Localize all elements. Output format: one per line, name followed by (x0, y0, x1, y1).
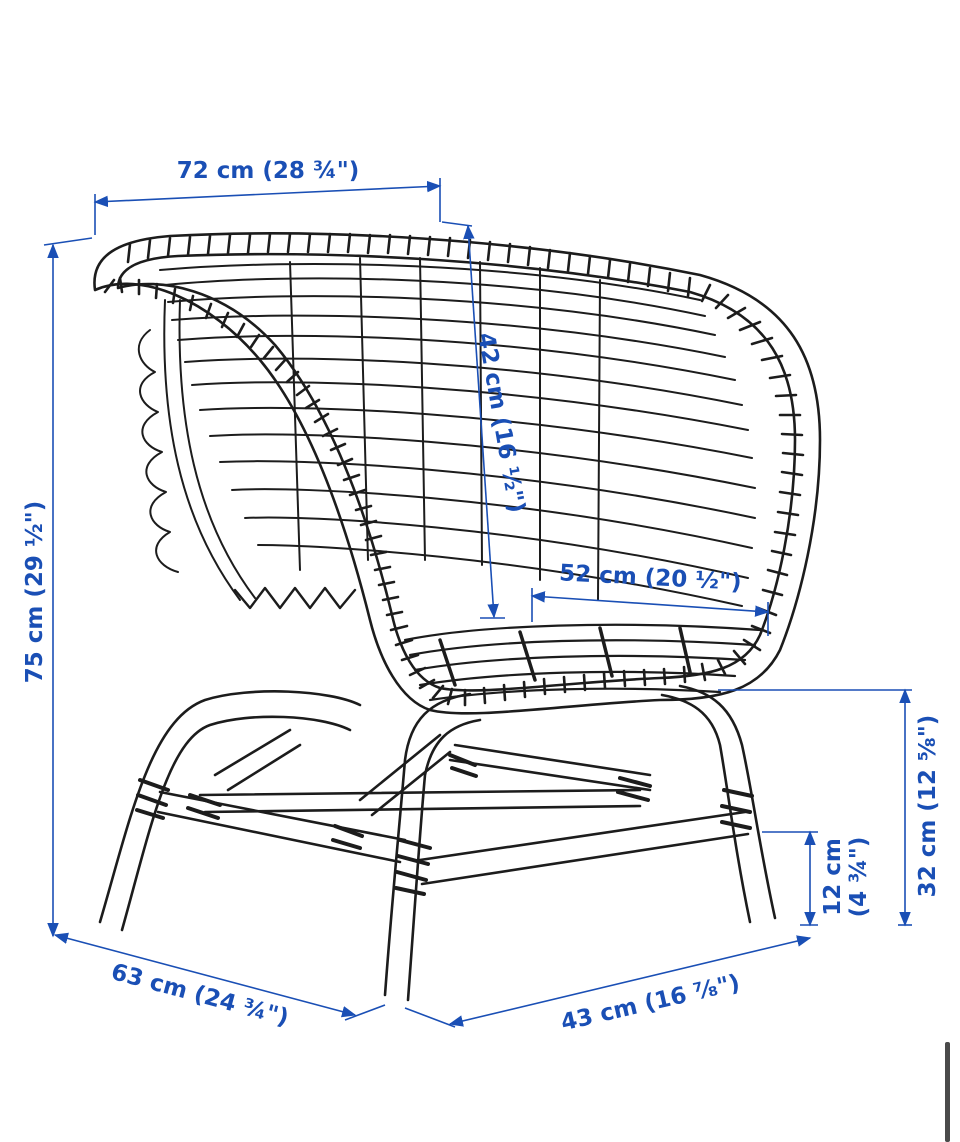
backrest-dimension-line (463, 224, 499, 619)
overall-width-label: 72 cm (28 ¾") (177, 158, 359, 184)
scroll-indicator[interactable] (945, 1042, 950, 1142)
rattan-chair-illustration (93, 232, 822, 1002)
leg-height-label-2: (4 ¾") (846, 837, 872, 918)
backrest-ribs (137, 257, 756, 610)
seat-depth-label: 43 cm (16 ⁷⁄₈") (559, 970, 743, 1036)
seat-height-label: 32 cm (12 ⁵⁄₈") (915, 715, 941, 898)
overall-depth-label: 63 cm (24 ¾") (108, 959, 291, 1031)
width-dimension-line (93, 180, 442, 208)
depth-dimension-line (53, 932, 357, 1018)
seat-width-label: 52 cm (20 ½") (559, 560, 743, 596)
seat-slats (403, 623, 762, 702)
leg-height-label-1: 12 cm (820, 838, 846, 916)
rolled-rim (93, 232, 822, 715)
chair-base (98, 684, 777, 1002)
seat-depth-dimension-line (448, 935, 812, 1027)
seat-width-dimension-line (530, 591, 770, 617)
overall-height-label: 75 cm (29 ½") (22, 501, 48, 683)
